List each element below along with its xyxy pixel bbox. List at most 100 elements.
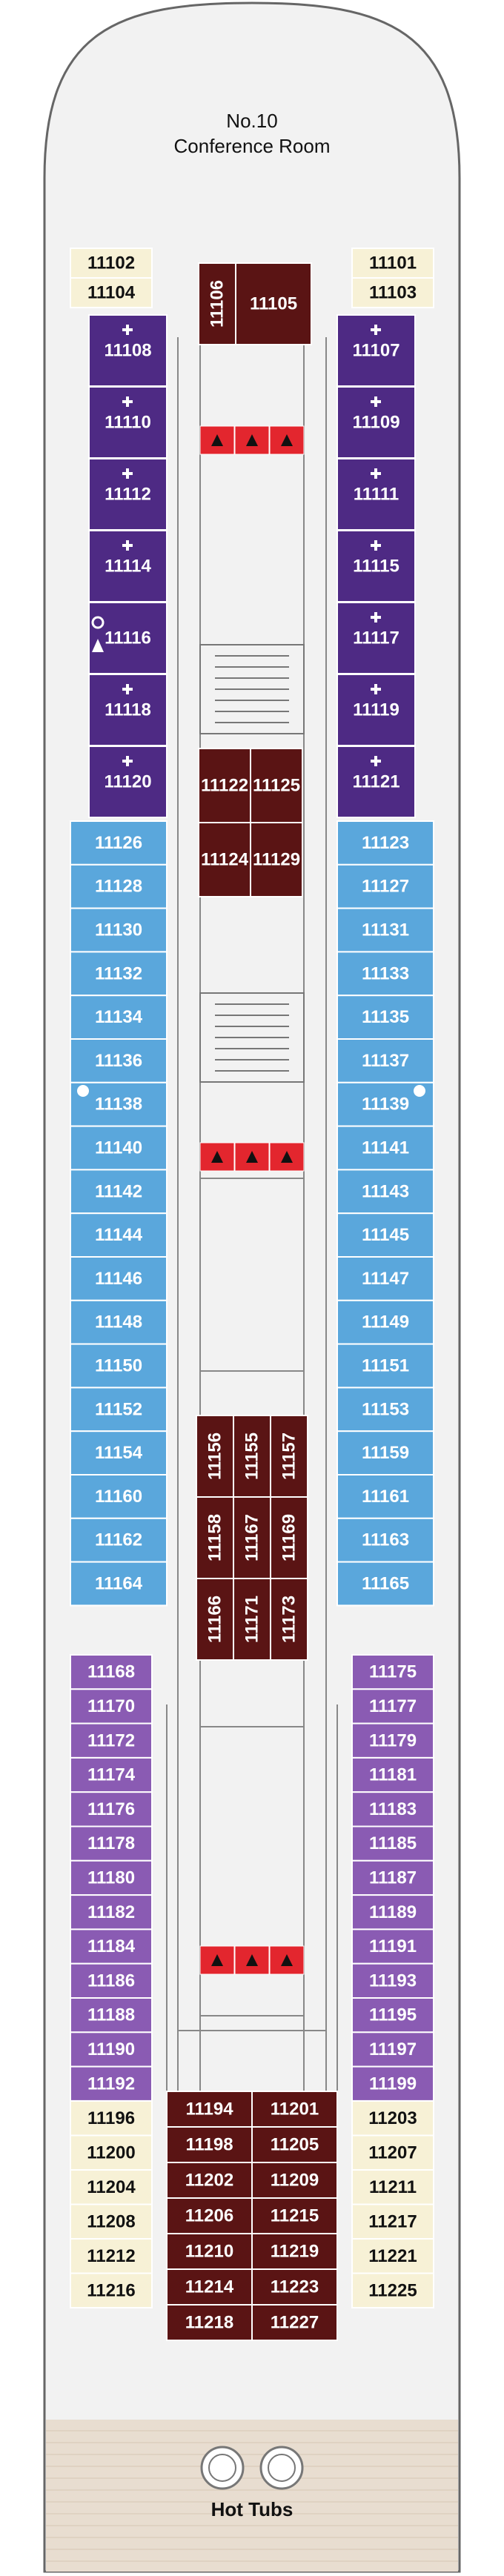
cabin-11131[interactable]: 11131	[336, 907, 434, 953]
cabin-11156[interactable]: 11156	[196, 1415, 234, 1498]
cabin-11202[interactable]: 11202	[166, 2162, 253, 2199]
cabin-11137[interactable]: 11137	[336, 1038, 434, 1083]
cabin-11176[interactable]: 11176	[70, 1791, 153, 1828]
cabin-11104[interactable]: 11104	[70, 277, 153, 308]
cabin-11168[interactable]: 11168	[70, 1654, 153, 1690]
cabin-11209[interactable]: 11209	[251, 2162, 338, 2199]
cabin-11130[interactable]: 11130	[70, 907, 168, 953]
cabin-11193[interactable]: 11193	[351, 1962, 434, 1999]
cabin-11116[interactable]: 11116	[88, 602, 168, 674]
cabin-11169[interactable]: 11169	[270, 1496, 308, 1579]
cabin-11157[interactable]: 11157	[270, 1415, 308, 1498]
cabin-11227[interactable]: 11227	[251, 2304, 338, 2341]
cabin-11127[interactable]: 11127	[336, 863, 434, 909]
cabin-11216[interactable]: 11216	[70, 2272, 153, 2308]
cabin-11162[interactable]: 11162	[70, 1517, 168, 1563]
cabin-11146[interactable]: 11146	[70, 1256, 168, 1301]
cabin-11106[interactable]: 11106	[198, 262, 236, 345]
cabin-11183[interactable]: 11183	[351, 1791, 434, 1828]
cabin-11148[interactable]: 11148	[70, 1299, 168, 1345]
cabin-11173[interactable]: 11173	[270, 1578, 308, 1661]
cabin-11129[interactable]: 11129	[250, 822, 303, 897]
cabin-11105[interactable]: 11105	[235, 262, 312, 345]
cabin-11219[interactable]: 11219	[251, 2233, 338, 2270]
cabin-11182[interactable]: 11182	[70, 1894, 153, 1931]
cabin-11206[interactable]: 11206	[166, 2197, 253, 2234]
cabin-11165[interactable]: 11165	[336, 1561, 434, 1607]
cabin-11203[interactable]: 11203	[351, 2100, 434, 2137]
cabin-11199[interactable]: 11199	[351, 2065, 434, 2102]
cabin-11181[interactable]: 11181	[351, 1756, 434, 1793]
cabin-11123[interactable]: 11123	[336, 820, 434, 866]
cabin-11204[interactable]: 11204	[70, 2169, 153, 2205]
cabin-11160[interactable]: 11160	[70, 1474, 168, 1519]
cabin-11218[interactable]: 11218	[166, 2304, 253, 2341]
cabin-11215[interactable]: 11215	[251, 2197, 338, 2234]
cabin-11185[interactable]: 11185	[351, 1825, 434, 1862]
cabin-11225[interactable]: 11225	[351, 2272, 434, 2308]
cabin-11126[interactable]: 11126	[70, 820, 168, 866]
cabin-11153[interactable]: 11153	[336, 1387, 434, 1433]
cabin-11133[interactable]: 11133	[336, 951, 434, 997]
cabin-11145[interactable]: 11145	[336, 1212, 434, 1258]
cabin-11217[interactable]: 11217	[351, 2203, 434, 2240]
cabin-11155[interactable]: 11155	[233, 1415, 271, 1498]
cabin-11122[interactable]: 11122	[198, 748, 251, 823]
cabin-11200[interactable]: 11200	[70, 2134, 153, 2171]
cabin-11191[interactable]: 11191	[351, 1928, 434, 1965]
cabin-11171[interactable]: 11171	[233, 1578, 271, 1661]
cabin-11190[interactable]: 11190	[70, 2031, 153, 2068]
cabin-11211[interactable]: 11211	[351, 2169, 434, 2205]
cabin-11208[interactable]: 11208	[70, 2203, 153, 2240]
cabin-11144[interactable]: 11144	[70, 1212, 168, 1258]
cabin-11101[interactable]: 11101	[351, 248, 434, 279]
cabin-11195[interactable]: 11195	[351, 1997, 434, 2034]
cabin-11135[interactable]: 11135	[336, 995, 434, 1040]
cabin-11205[interactable]: 11205	[251, 2126, 338, 2163]
cabin-11214[interactable]: 11214	[166, 2268, 253, 2306]
cabin-11192[interactable]: 11192	[70, 2065, 153, 2102]
cabin-11119[interactable]: 11119	[336, 674, 416, 746]
cabin-11152[interactable]: 11152	[70, 1387, 168, 1433]
cabin-11188[interactable]: 11188	[70, 1997, 153, 2034]
cabin-11142[interactable]: 11142	[70, 1169, 168, 1215]
cabin-11196[interactable]: 11196	[70, 2100, 153, 2137]
cabin-11128[interactable]: 11128	[70, 863, 168, 909]
cabin-11166[interactable]: 11166	[196, 1578, 234, 1661]
cabin-11172[interactable]: 11172	[70, 1722, 153, 1759]
cabin-11102[interactable]: 11102	[70, 248, 153, 279]
cabin-11174[interactable]: 11174	[70, 1756, 153, 1793]
cabin-11141[interactable]: 11141	[336, 1125, 434, 1171]
cabin-11149[interactable]: 11149	[336, 1299, 434, 1345]
cabin-11179[interactable]: 11179	[351, 1722, 434, 1759]
cabin-11221[interactable]: 11221	[351, 2238, 434, 2274]
cabin-11161[interactable]: 11161	[336, 1474, 434, 1519]
cabin-11198[interactable]: 11198	[166, 2126, 253, 2163]
cabin-11184[interactable]: 11184	[70, 1928, 153, 1965]
cabin-11132[interactable]: 11132	[70, 951, 168, 997]
cabin-11197[interactable]: 11197	[351, 2031, 434, 2068]
cabin-11223[interactable]: 11223	[251, 2268, 338, 2306]
cabin-11154[interactable]: 11154	[70, 1430, 168, 1475]
cabin-11158[interactable]: 11158	[196, 1496, 234, 1579]
cabin-11180[interactable]: 11180	[70, 1859, 153, 1896]
cabin-11210[interactable]: 11210	[166, 2233, 253, 2270]
cabin-11164[interactable]: 11164	[70, 1561, 168, 1607]
cabin-11134[interactable]: 11134	[70, 995, 168, 1040]
cabin-11163[interactable]: 11163	[336, 1517, 434, 1563]
cabin-11124[interactable]: 11124	[198, 822, 251, 897]
cabin-11170[interactable]: 11170	[70, 1688, 153, 1724]
cabin-11187[interactable]: 11187	[351, 1859, 434, 1896]
cabin-11140[interactable]: 11140	[70, 1125, 168, 1171]
cabin-11167[interactable]: 11167	[233, 1496, 271, 1579]
cabin-11121[interactable]: 11121	[336, 746, 416, 818]
cabin-11194[interactable]: 11194	[166, 2091, 253, 2128]
cabin-11189[interactable]: 11189	[351, 1894, 434, 1931]
cabin-11147[interactable]: 11147	[336, 1256, 434, 1301]
cabin-11143[interactable]: 11143	[336, 1169, 434, 1215]
cabin-11136[interactable]: 11136	[70, 1038, 168, 1083]
cabin-11150[interactable]: 11150	[70, 1343, 168, 1389]
cabin-11178[interactable]: 11178	[70, 1825, 153, 1862]
cabin-11125[interactable]: 11125	[250, 748, 303, 823]
cabin-11159[interactable]: 11159	[336, 1430, 434, 1475]
